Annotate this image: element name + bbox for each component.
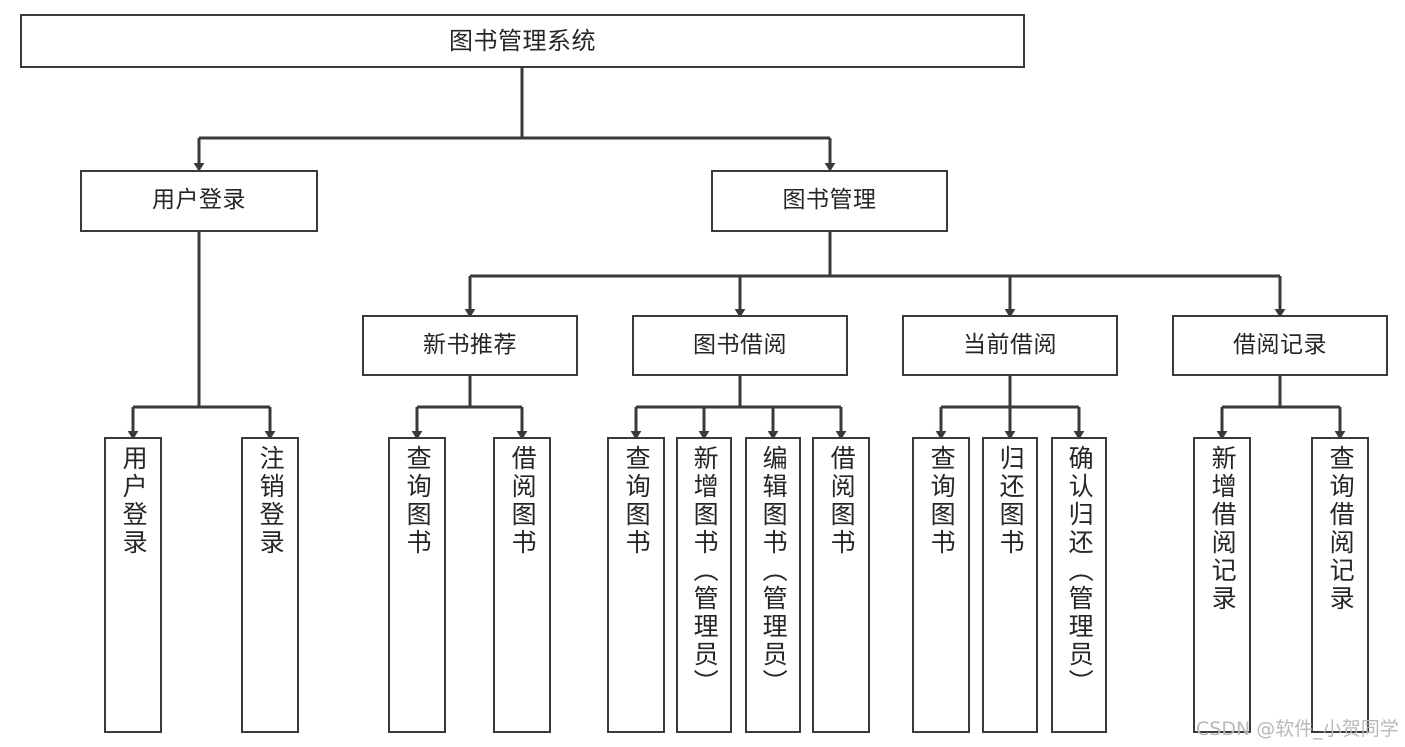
node-label: 确认归还（管理员） [1065,445,1095,697]
node-label: 新书推荐 [423,331,517,358]
leaf-user-login[interactable]: 用户登录 [104,437,162,733]
leaf-return-book[interactable]: 归还图书 [982,437,1038,733]
node-label: 用户登录 [152,187,246,214]
node-user-login[interactable]: 用户登录 [80,170,318,232]
leaf-edit-book-admin[interactable]: 编辑图书（管理员） [745,437,801,733]
leaf-borrow-book-new[interactable]: 借阅图书 [493,437,551,733]
node-label: 归还图书 [996,445,1026,557]
node-book-management[interactable]: 图书管理 [711,170,948,232]
node-label: 借阅记录 [1233,331,1327,358]
node-label: 图书管理 [782,187,877,214]
node-label: 当前借阅 [963,331,1057,358]
node-label: 查询借阅记录 [1326,445,1356,613]
node-label: 图书管理系统 [449,26,596,55]
node-root-book-management-system[interactable]: 图书管理系统 [20,14,1025,68]
leaf-add-book-admin[interactable]: 新增图书（管理员） [676,437,732,733]
leaf-logout[interactable]: 注销登录 [241,437,299,733]
node-borrow-record[interactable]: 借阅记录 [1172,315,1388,376]
node-new-book-recommend[interactable]: 新书推荐 [362,315,578,376]
node-label: 图书借阅 [693,331,787,358]
node-label: 查询图书 [403,445,433,557]
leaf-add-borrow-record[interactable]: 新增借阅记录 [1193,437,1251,733]
node-label: 新增借阅记录 [1208,445,1238,613]
node-label: 用户登录 [119,445,149,557]
node-label: 编辑图书（管理员） [759,445,789,697]
node-current-borrow[interactable]: 当前借阅 [902,315,1118,376]
node-label: 查询图书 [927,445,957,557]
node-book-borrow[interactable]: 图书借阅 [632,315,848,376]
leaf-query-book-borrow[interactable]: 查询图书 [607,437,665,733]
node-label: 借阅图书 [508,445,538,557]
leaf-query-borrow-record[interactable]: 查询借阅记录 [1311,437,1369,733]
leaf-query-book-new[interactable]: 查询图书 [388,437,446,733]
leaf-query-book-current[interactable]: 查询图书 [912,437,970,733]
node-label: 查询图书 [622,445,652,557]
node-label: 注销登录 [256,445,286,557]
node-label: 新增图书（管理员） [690,445,720,697]
leaf-confirm-return-admin[interactable]: 确认归还（管理员） [1051,437,1107,733]
watermark-text: CSDN @软件_小贺同学 [1196,718,1399,740]
leaf-borrow-book[interactable]: 借阅图书 [812,437,870,733]
node-label: 借阅图书 [827,445,857,557]
